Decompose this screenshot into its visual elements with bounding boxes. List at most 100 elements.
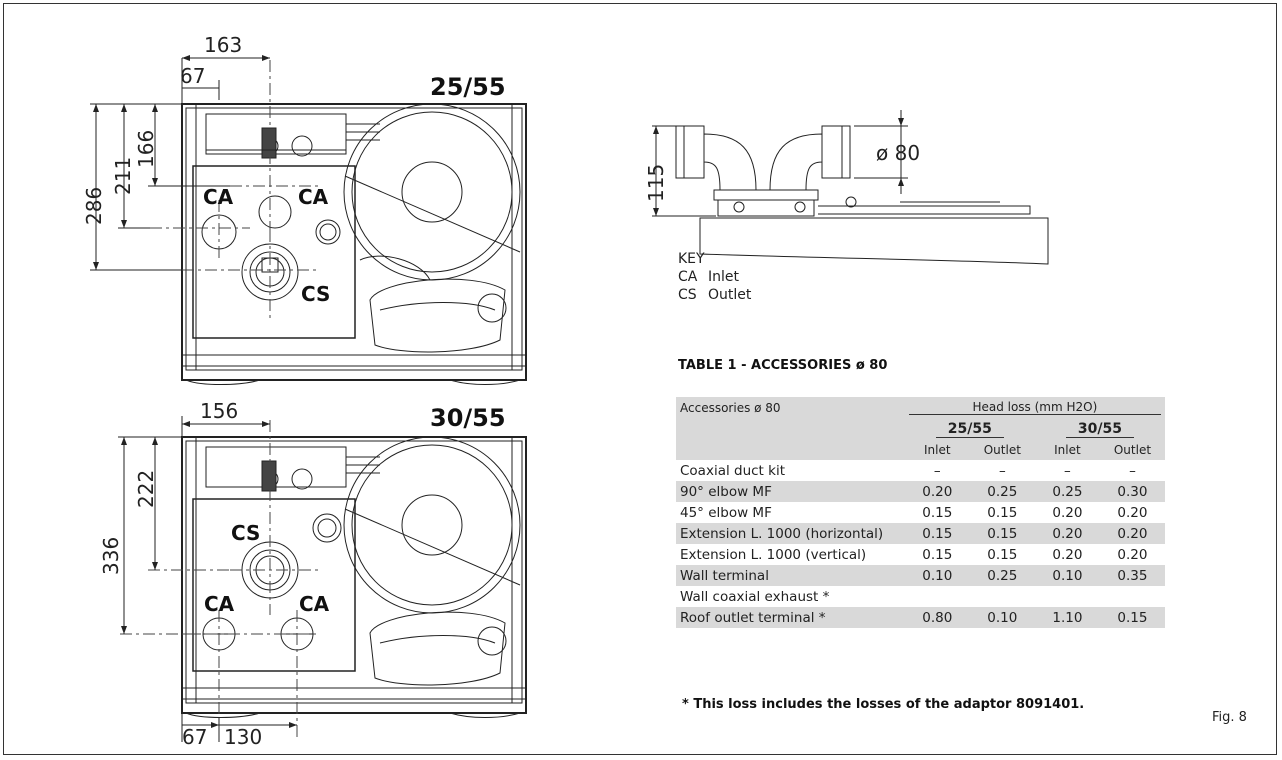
key-title: KEY [678, 251, 705, 267]
table-row: Wall coaxial exhaust * [676, 586, 1165, 607]
key-item: CA Inlet [678, 268, 751, 286]
value-cell: 0.35 [1099, 565, 1165, 586]
group-header-head-loss: Head loss (mm H2O) [908, 400, 1161, 415]
value-cell: 0.15 [969, 523, 1035, 544]
key-code: CS [678, 287, 697, 303]
row-name-cell: Coaxial duct kit [680, 462, 786, 479]
subheader-inlet: Inlet [904, 439, 970, 460]
port-label-ca-2: CA [298, 185, 329, 209]
model-label-top: 25/55 [430, 73, 506, 101]
key-label: Inlet [708, 269, 739, 285]
row-name-cell: 45° elbow MF [680, 504, 772, 521]
value-cell: – [998, 462, 1006, 479]
dim-286: 286 [82, 187, 106, 225]
dim-67-top: 67 [180, 64, 205, 88]
row-name-cell: Wall coaxial exhaust * [680, 588, 830, 605]
value-cell [1035, 586, 1100, 607]
dim-336: 336 [99, 537, 123, 575]
value-cell: 0.15 [922, 546, 953, 563]
value-cell: 0.15 [904, 523, 970, 544]
table-footnote: * This loss includes the losses of the a… [682, 697, 1085, 712]
port-label-ca-4: CA [299, 592, 330, 616]
table-header-row: Accessories ø 80 Head loss (mm H2O) [676, 397, 1165, 418]
table-row: Coaxial duct kit – – – – [676, 460, 1165, 481]
figure-label: Fig. 8 [1212, 710, 1247, 725]
value-cell [970, 586, 1035, 607]
model-header-25-55: 25/55 [904, 418, 1035, 439]
value-cell: 0.15 [922, 504, 953, 521]
value-cell: 0.10 [969, 607, 1035, 628]
subheader-outlet: Outlet [969, 439, 1035, 460]
subheader-inlet: Inlet [1034, 439, 1100, 460]
value-cell: – [933, 462, 941, 479]
model-header-30-55: 30/55 [1034, 418, 1165, 439]
accessories-table: Accessories ø 80 Head loss (mm H2O) 25/5… [676, 397, 1165, 628]
empty-cell [676, 439, 905, 460]
model-header-text: 30/55 [1065, 420, 1134, 438]
col-header-accessories: Accessories ø 80 [676, 397, 905, 418]
port-label-ca-1: CA [203, 185, 234, 209]
table-model-row: 25/55 30/55 [676, 418, 1165, 439]
value-cell: 0.20 [1117, 546, 1148, 563]
value-cell: 0.20 [904, 481, 970, 502]
dim-67-bottom: 67 [182, 725, 207, 749]
dim-211: 211 [111, 157, 135, 195]
value-cell: 0.25 [969, 481, 1035, 502]
row-name-cell: 90° elbow MF [676, 481, 905, 502]
subheader-outlet: Outlet [1099, 439, 1165, 460]
model-label-bottom: 30/55 [430, 404, 506, 432]
value-cell: 0.30 [1099, 481, 1165, 502]
value-cell: 0.80 [904, 607, 970, 628]
boiler-25-55-drawing [182, 104, 526, 385]
legend-key: KEY CA Inlet CS Outlet [678, 250, 751, 304]
row-name-cell: Extension L. 1000 (vertical) [680, 546, 867, 563]
value-cell: 1.10 [1034, 607, 1100, 628]
value-cell: 0.15 [987, 504, 1018, 521]
row-name-cell: Extension L. 1000 (horizontal) [676, 523, 905, 544]
dim-diameter-80: ø 80 [876, 141, 920, 165]
port-label-cs-bottom: CS [231, 521, 260, 545]
dim-156: 156 [200, 399, 238, 423]
value-cell: 0.10 [1034, 565, 1100, 586]
value-cell: 0.15 [1099, 607, 1165, 628]
dim-115: 115 [644, 164, 668, 202]
value-cell: 0.20 [1034, 523, 1100, 544]
dim-166: 166 [134, 130, 158, 168]
key-code: CA [678, 269, 698, 285]
value-cell: 0.20 [1117, 504, 1148, 521]
flue-side-view-drawing [676, 126, 1048, 264]
value-cell: 0.25 [1034, 481, 1100, 502]
dim-163: 163 [204, 33, 242, 57]
port-label-cs-top: CS [301, 282, 330, 306]
table-row: 45° elbow MF 0.15 0.15 0.20 0.20 [676, 502, 1165, 523]
page-frame [3, 3, 1277, 755]
table-title: TABLE 1 - ACCESSORIES ø 80 [678, 358, 888, 373]
group-header-cell: Head loss (mm H2O) [904, 397, 1165, 418]
row-name-cell: Roof outlet terminal * [676, 607, 905, 628]
table-subheader-row: Inlet Outlet Inlet Outlet [676, 439, 1165, 460]
model-header-text: 25/55 [935, 420, 1004, 438]
value-cell: 0.10 [904, 565, 970, 586]
value-cell [1100, 586, 1165, 607]
port-label-ca-3: CA [204, 592, 235, 616]
value-cell: 0.25 [969, 565, 1035, 586]
boiler-30-55-drawing [182, 437, 526, 718]
value-cell: 0.20 [1052, 504, 1083, 521]
value-cell: – [1064, 462, 1071, 479]
value-cell: 0.20 [1099, 523, 1165, 544]
dim-222: 222 [134, 470, 158, 508]
empty-cell [676, 418, 905, 439]
value-cell: – [1129, 462, 1136, 479]
key-item: CS Outlet [678, 286, 751, 304]
value-cell [905, 586, 970, 607]
key-label: Outlet [708, 287, 752, 303]
row-name-cell: Wall terminal [676, 565, 905, 586]
